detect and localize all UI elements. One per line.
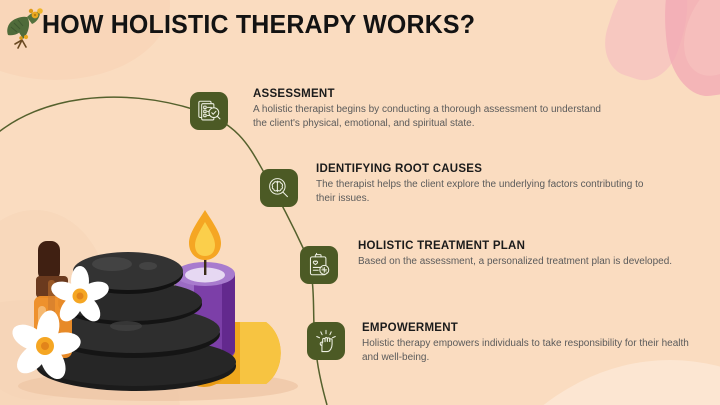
step-text-identifying-root-causes: IDENTIFYING ROOT CAUSES The therapist he… [316, 163, 646, 205]
step-description: Holistic therapy empowers individuals to… [362, 338, 689, 363]
monstera-leaf-icon [2, 2, 48, 50]
step-description: A holistic therapist begins by conductin… [253, 104, 601, 129]
step-description: The therapist helps the client explore t… [316, 179, 644, 204]
step-text-assessment: ASSESSMENT A holistic therapist begins b… [253, 88, 613, 130]
step-icon-identifying-root-causes[interactable] [260, 169, 298, 207]
step-title: HOLISTIC TREATMENT PLAN [358, 240, 526, 252]
step-title: ASSESSMENT [253, 88, 335, 100]
step-title: IDENTIFYING ROOT CAUSES [316, 163, 483, 175]
step-description: Based on the assessment, a personalized … [358, 256, 673, 267]
step-text-empowerment: EMPOWERMENT Holistic therapy empowers in… [362, 322, 692, 364]
page-title: HOW HOLISTIC THERAPY WORKS? [42, 9, 476, 39]
step-text-holistic-treatment-plan: HOLISTIC TREATMENT PLAN Based on the ass… [358, 240, 672, 269]
step-title: EMPOWERMENT [362, 322, 459, 334]
spa-illustration [8, 196, 298, 401]
step-icon-assessment[interactable] [190, 92, 228, 130]
step-icon-holistic-treatment-plan[interactable] [300, 246, 338, 284]
step-icon-empowerment[interactable] [307, 322, 345, 360]
